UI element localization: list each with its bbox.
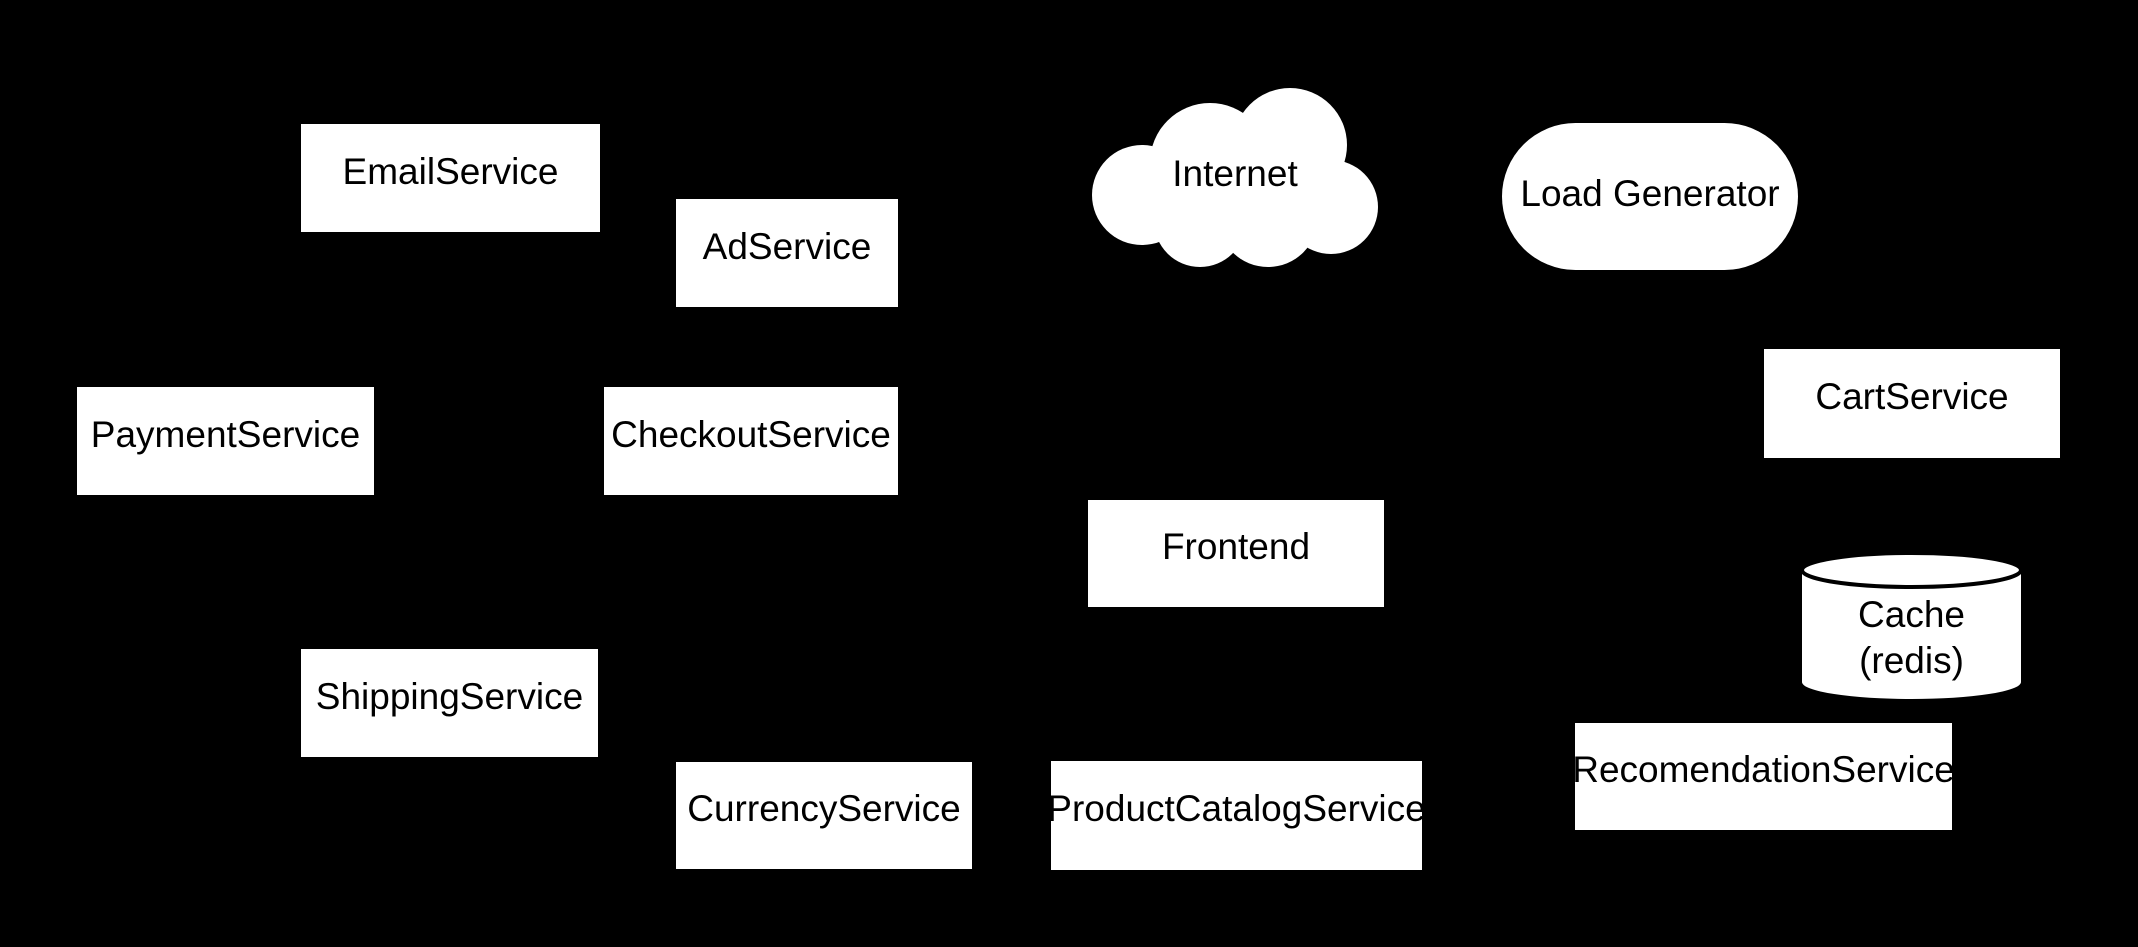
node-checkout-service[interactable]: CheckoutService xyxy=(604,387,898,495)
node-label: RecomendationService xyxy=(1572,749,1955,791)
node-label: PaymentService xyxy=(90,413,361,455)
node-payment-service[interactable]: PaymentService xyxy=(77,387,374,495)
node-label: CartService xyxy=(1815,376,2009,418)
node-shipping-service[interactable]: ShippingService xyxy=(301,649,598,757)
node-cart-service[interactable]: CartService xyxy=(1764,349,2060,458)
node-label: ShippingService xyxy=(315,675,584,717)
node-label: Load Generator xyxy=(1520,173,1780,215)
node-label: CheckoutService xyxy=(611,413,891,455)
node-label: ProductCatalogService xyxy=(1047,788,1426,830)
database-cylinder-icon xyxy=(1800,551,2023,699)
cloud-icon xyxy=(1092,88,1378,267)
node-frontend[interactable]: Frontend xyxy=(1088,500,1384,607)
node-label: Frontend xyxy=(1161,526,1311,568)
node-currency-service[interactable]: CurrencyService xyxy=(676,762,972,869)
node-ad-service[interactable]: AdService xyxy=(676,199,898,307)
node-label: CurrencyService xyxy=(687,788,961,830)
node-recomendation-service[interactable]: RecomendationService xyxy=(1572,723,1955,830)
node-email-service[interactable]: EmailService xyxy=(301,124,600,232)
node-label: EmailService xyxy=(342,150,559,192)
node-cache-redis[interactable]: Cache (redis) xyxy=(1800,550,2023,702)
node-product-catalog-service[interactable]: ProductCatalogService xyxy=(1047,761,1426,870)
node-load-generator[interactable]: Load Generator xyxy=(1502,123,1798,270)
node-label: AdService xyxy=(702,225,872,267)
node-internet-cloud[interactable]: Internet xyxy=(1090,85,1380,270)
